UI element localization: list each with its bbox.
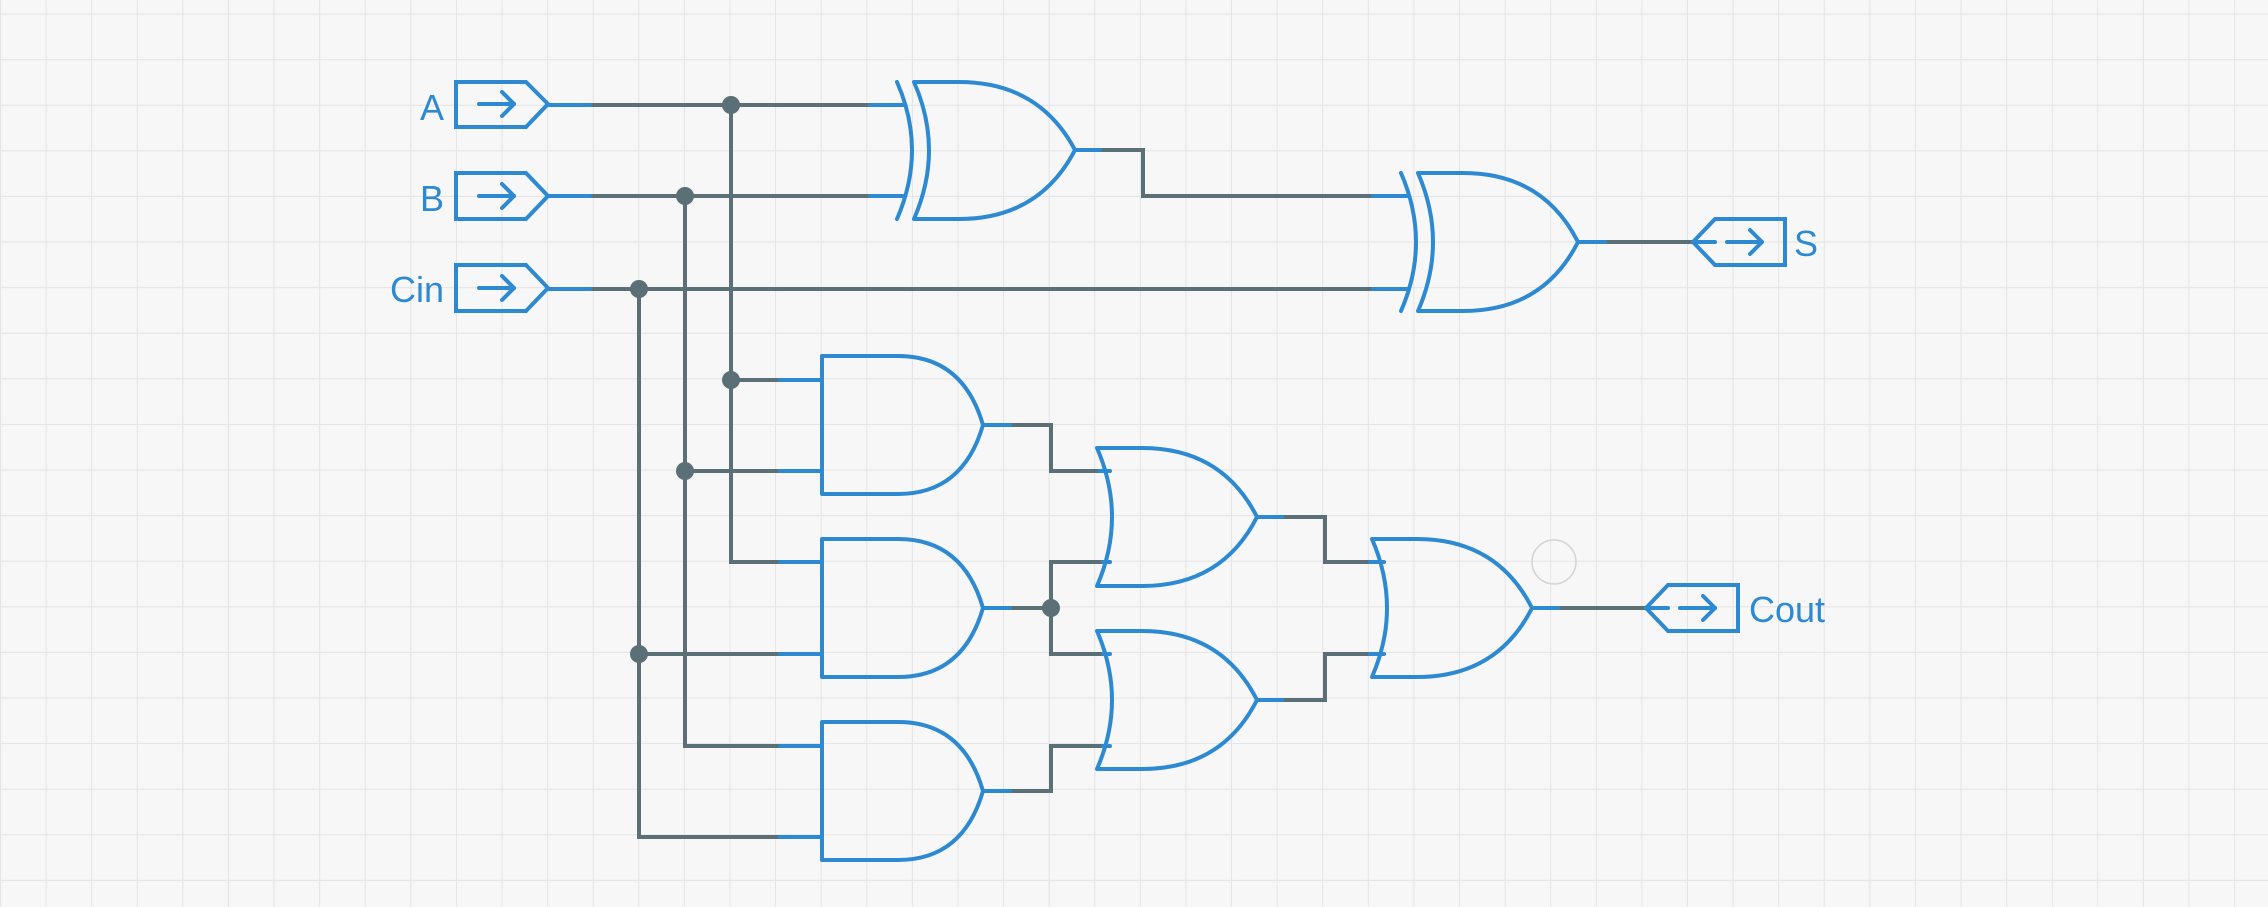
output-pin-body[interactable]	[1690, 217, 1787, 267]
input-pin-cin[interactable]: Cin	[390, 263, 592, 313]
arrow-right-icon	[1678, 594, 1717, 622]
wire-or-2-to-or-3[interactable]	[1255, 652, 1378, 702]
or-gate-body[interactable]	[1095, 629, 1259, 771]
output-label-cout: Cout	[1749, 589, 1825, 630]
or-gate-body[interactable]	[1095, 446, 1259, 588]
input-label-a: A	[420, 87, 444, 128]
output-pin-body[interactable]	[1643, 583, 1740, 633]
junction-dot	[676, 187, 694, 205]
wire-and-1-to-or-1[interactable]	[981, 423, 1101, 473]
arrow-right-icon	[1725, 228, 1764, 256]
wire-xor-1-to-xor-2[interactable]	[1073, 148, 1375, 198]
wire-a-vertical[interactable]	[729, 103, 782, 564]
or-gate-1[interactable]	[1095, 446, 1284, 588]
or-gate-2[interactable]	[1095, 629, 1284, 771]
or-gate-3[interactable]	[1368, 537, 1560, 679]
junction-dot	[676, 462, 694, 480]
input-label-cin: Cin	[390, 269, 444, 310]
cursor-indicator	[1531, 539, 1577, 585]
input-label-b: B	[420, 178, 444, 219]
xor-gate-body[interactable]	[912, 80, 1077, 221]
and-gate-3[interactable]	[778, 720, 1012, 862]
output-label-s: S	[1794, 223, 1818, 264]
and-gate-body[interactable]	[820, 354, 985, 496]
wire-or-1-to-or-3[interactable]	[1255, 515, 1378, 564]
input-pin-b[interactable]: B	[420, 171, 592, 221]
junction-dot	[630, 280, 648, 298]
and-gate-body[interactable]	[820, 537, 985, 679]
junction-dot	[722, 96, 740, 114]
wire-b-vertical[interactable]	[683, 194, 782, 748]
xor-gate-1[interactable]	[868, 80, 1102, 221]
input-pin-a[interactable]: A	[420, 80, 592, 129]
xor-gate-back-curve	[895, 80, 914, 221]
xor-gate-back-curve	[1399, 171, 1418, 313]
arrow-right-icon	[477, 274, 516, 302]
input-pin-body[interactable]	[454, 80, 551, 129]
arrow-right-icon	[477, 90, 516, 118]
xor-gate-body[interactable]	[1416, 171, 1580, 313]
and-gate-body[interactable]	[820, 720, 985, 862]
output-pin-cout[interactable]: Cout	[1643, 583, 1825, 633]
arrow-right-icon	[477, 182, 516, 210]
input-pin-body[interactable]	[454, 171, 551, 221]
and-gate-2[interactable]	[778, 537, 1012, 679]
input-pin-body[interactable]	[454, 263, 551, 313]
junctions	[630, 96, 1060, 663]
output-pin-s[interactable]: S	[1690, 217, 1818, 267]
or-gate-body[interactable]	[1370, 537, 1534, 679]
wire-and-3-to-or-2[interactable]	[981, 744, 1105, 793]
wires	[588, 103, 1697, 839]
junction-dot	[722, 371, 740, 389]
and-gate-1[interactable]	[778, 354, 1012, 496]
wire-cin-vertical[interactable]	[637, 287, 782, 839]
xor-gate-2[interactable]	[1371, 171, 1607, 313]
junction-dot	[1042, 599, 1060, 617]
junction-dot	[630, 645, 648, 663]
